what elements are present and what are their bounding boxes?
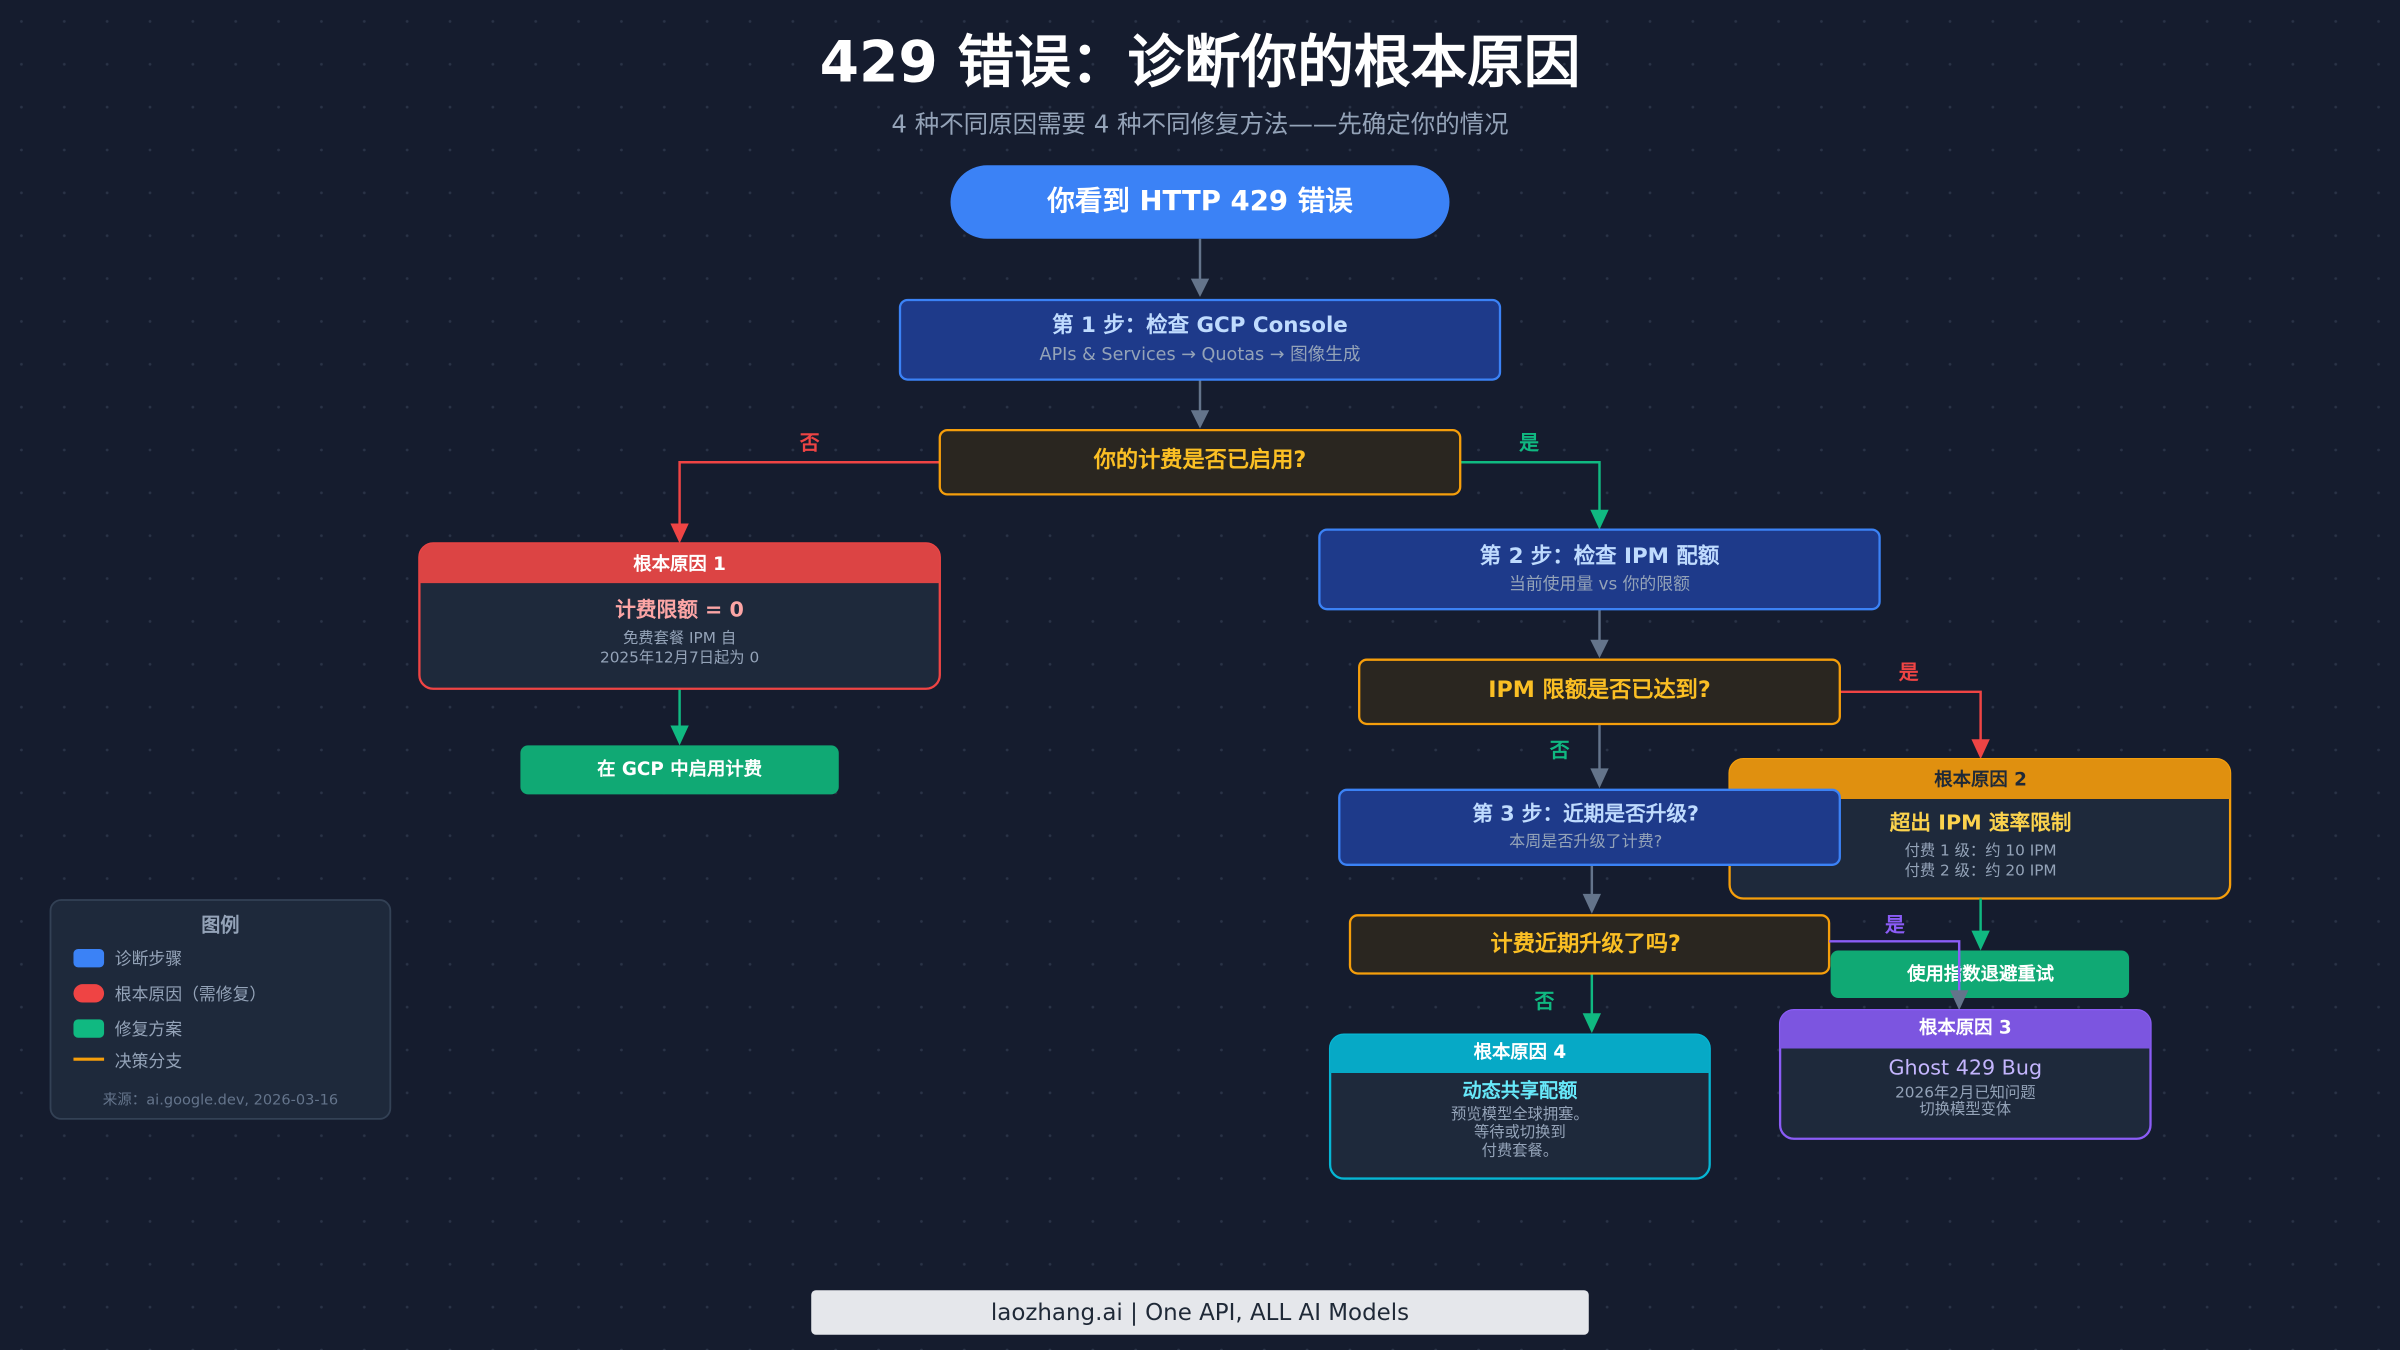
svg-text:动态共享配额: 动态共享配额 xyxy=(1463,1079,1579,1102)
svg-text:IPM 限额是否已达到?: IPM 限额是否已达到? xyxy=(1488,677,1711,703)
svg-text:根本原因 2: 根本原因 2 xyxy=(1934,769,2027,791)
svg-text:在 GCP 中启用计费: 在 GCP 中启用计费 xyxy=(597,758,762,780)
svg-text:2025年12月7日起为 0: 2025年12月7日起为 0 xyxy=(600,649,759,667)
page-title: 429 错误：诊断你的根本原因 xyxy=(820,29,1581,95)
root-cause-1: 根本原因 1 计费限额 = 0 免费套餐 IPM 自 2025年12月7日起为 … xyxy=(418,542,941,690)
fix1-enable-billing[interactable]: 在 GCP 中启用计费 xyxy=(520,745,839,795)
legend-title: 图例 xyxy=(201,914,239,937)
svg-text:2026年2月已知问题: 2026年2月已知问题 xyxy=(1895,1083,2035,1101)
svg-text:付费 1 级：约 10 IPM: 付费 1 级：约 10 IPM xyxy=(1905,842,2057,860)
arrow-decision1-yes xyxy=(1460,461,1601,513)
svg-text:你的计费是否已启用?: 你的计费是否已启用? xyxy=(1093,446,1307,473)
svg-text:根本原因 4: 根本原因 4 xyxy=(1474,1041,1567,1063)
svg-text:使用指数退避重试: 使用指数退避重试 xyxy=(1906,963,2055,985)
legend-source: 来源：ai.google.dev, 2026-03-16 xyxy=(103,1092,338,1109)
svg-text:付费 2 级：约 20 IPM: 付费 2 级：约 20 IPM xyxy=(1905,861,2057,879)
decision3-node: 计费近期升级了吗? xyxy=(1348,914,1831,975)
root-cause-2: 根本原因 2 超出 IPM 速率限制 付费 1 级：约 10 IPM 付费 2 … xyxy=(1728,758,2232,900)
footer-banner[interactable]: laozhang.ai | One API, ALL AI Models xyxy=(811,1290,1589,1335)
decision2-no-label: 否 xyxy=(1549,739,1570,762)
start-node: 你看到 HTTP 429 错误 xyxy=(950,165,1450,239)
svg-text:Ghost 429 Bug: Ghost 429 Bug xyxy=(1889,1055,2043,1079)
svg-text:计费近期升级了吗?: 计费近期升级了吗? xyxy=(1491,930,1681,957)
svg-text:等待或切换到: 等待或切换到 xyxy=(1474,1123,1566,1141)
step2-node: 第 2 步：检查 IPM 配额 当前使用量 vs 你的限额 xyxy=(1318,528,1881,611)
svg-text:诊断步骤: 诊断步骤 xyxy=(115,949,182,969)
svg-text:当前使用量 vs 你的限额: 当前使用量 vs 你的限额 xyxy=(1509,574,1690,594)
decision3-yes-label: 是 xyxy=(1885,914,1905,937)
arrow-decision3-yes xyxy=(1829,940,1961,995)
svg-text:根本原因 1: 根本原因 1 xyxy=(633,553,726,575)
svg-text:第 2 步：检查 IPM 配额: 第 2 步：检查 IPM 配额 xyxy=(1480,543,1720,569)
legend-item-root-cause: 根本原因（需修复） xyxy=(73,984,266,1004)
decision1-node: 你的计费是否已启用? xyxy=(938,428,1462,496)
arrow-decision1-no xyxy=(678,461,940,527)
arrow-decision2-yes xyxy=(1839,690,1982,743)
svg-text:修复方案: 修复方案 xyxy=(115,1019,182,1039)
svg-text:计费限额 = 0: 计费限额 = 0 xyxy=(615,598,744,622)
svg-text:根本原因（需修复）: 根本原因（需修复） xyxy=(115,984,266,1004)
svg-text:根本原因 3: 根本原因 3 xyxy=(1919,1017,2012,1039)
svg-text:免费套餐 IPM 自: 免费套餐 IPM 自 xyxy=(623,629,736,647)
fix2-exponential-backoff[interactable]: 使用指数退避重试 xyxy=(1830,950,2130,998)
legend: 图例 诊断步骤 根本原因（需修复） 修复方案 决策分支 来源：ai.google… xyxy=(49,899,392,1120)
decision2-yes-label: 是 xyxy=(1899,661,1919,684)
svg-text:切换模型变体: 切换模型变体 xyxy=(1919,1100,2011,1118)
connectors xyxy=(670,238,1990,1034)
decision1-yes-label: 是 xyxy=(1519,431,1539,454)
root-cause-3: 根本原因 3 Ghost 429 Bug 2026年2月已知问题 切换模型变体 xyxy=(1778,1009,2152,1140)
svg-text:超出 IPM 速率限制: 超出 IPM 速率限制 xyxy=(1889,810,2072,834)
step1-title: 第 1 步：检查 GCP Console xyxy=(1052,312,1348,338)
svg-text:预览模型全球拥塞。: 预览模型全球拥塞。 xyxy=(1451,1105,1589,1123)
decision3-no-label: 否 xyxy=(1533,990,1554,1013)
root-cause-4: 根本原因 4 动态共享配额 预览模型全球拥塞。 等待或切换到 付费套餐。 xyxy=(1328,1033,1711,1180)
svg-text:决策分支: 决策分支 xyxy=(115,1051,182,1071)
page-subtitle: 4 种不同原因需要 4 种不同修复方法——先确定你的情况 xyxy=(891,110,1508,139)
decision1-no-label: 否 xyxy=(799,431,820,454)
legend-item-decision: 决策分支 xyxy=(73,1051,182,1071)
svg-text:付费套餐。: 付费套餐。 xyxy=(1482,1142,1559,1160)
decision2-node: IPM 限额是否已达到? xyxy=(1358,658,1841,726)
svg-text:本周是否升级了计费?: 本周是否升级了计费? xyxy=(1509,831,1662,850)
svg-text:你看到 HTTP 429 错误: 你看到 HTTP 429 错误 xyxy=(1046,185,1353,217)
legend-item-fix: 修复方案 xyxy=(73,1019,182,1039)
step3-node: 第 3 步：近期是否升级? 本周是否升级了计费? xyxy=(1338,788,1841,866)
step1-subtitle: APIs & Services → Quotas → 图像生成 xyxy=(1040,345,1361,365)
svg-text:第 3 步：近期是否升级?: 第 3 步：近期是否升级? xyxy=(1472,801,1699,825)
legend-item-step: 诊断步骤 xyxy=(73,949,182,969)
svg-text:laozhang.ai | One API, ALL AI: laozhang.ai | One API, ALL AI Models xyxy=(991,1300,1409,1326)
step1-node: 第 1 步：检查 GCP Console APIs & Services → Q… xyxy=(898,298,1502,381)
